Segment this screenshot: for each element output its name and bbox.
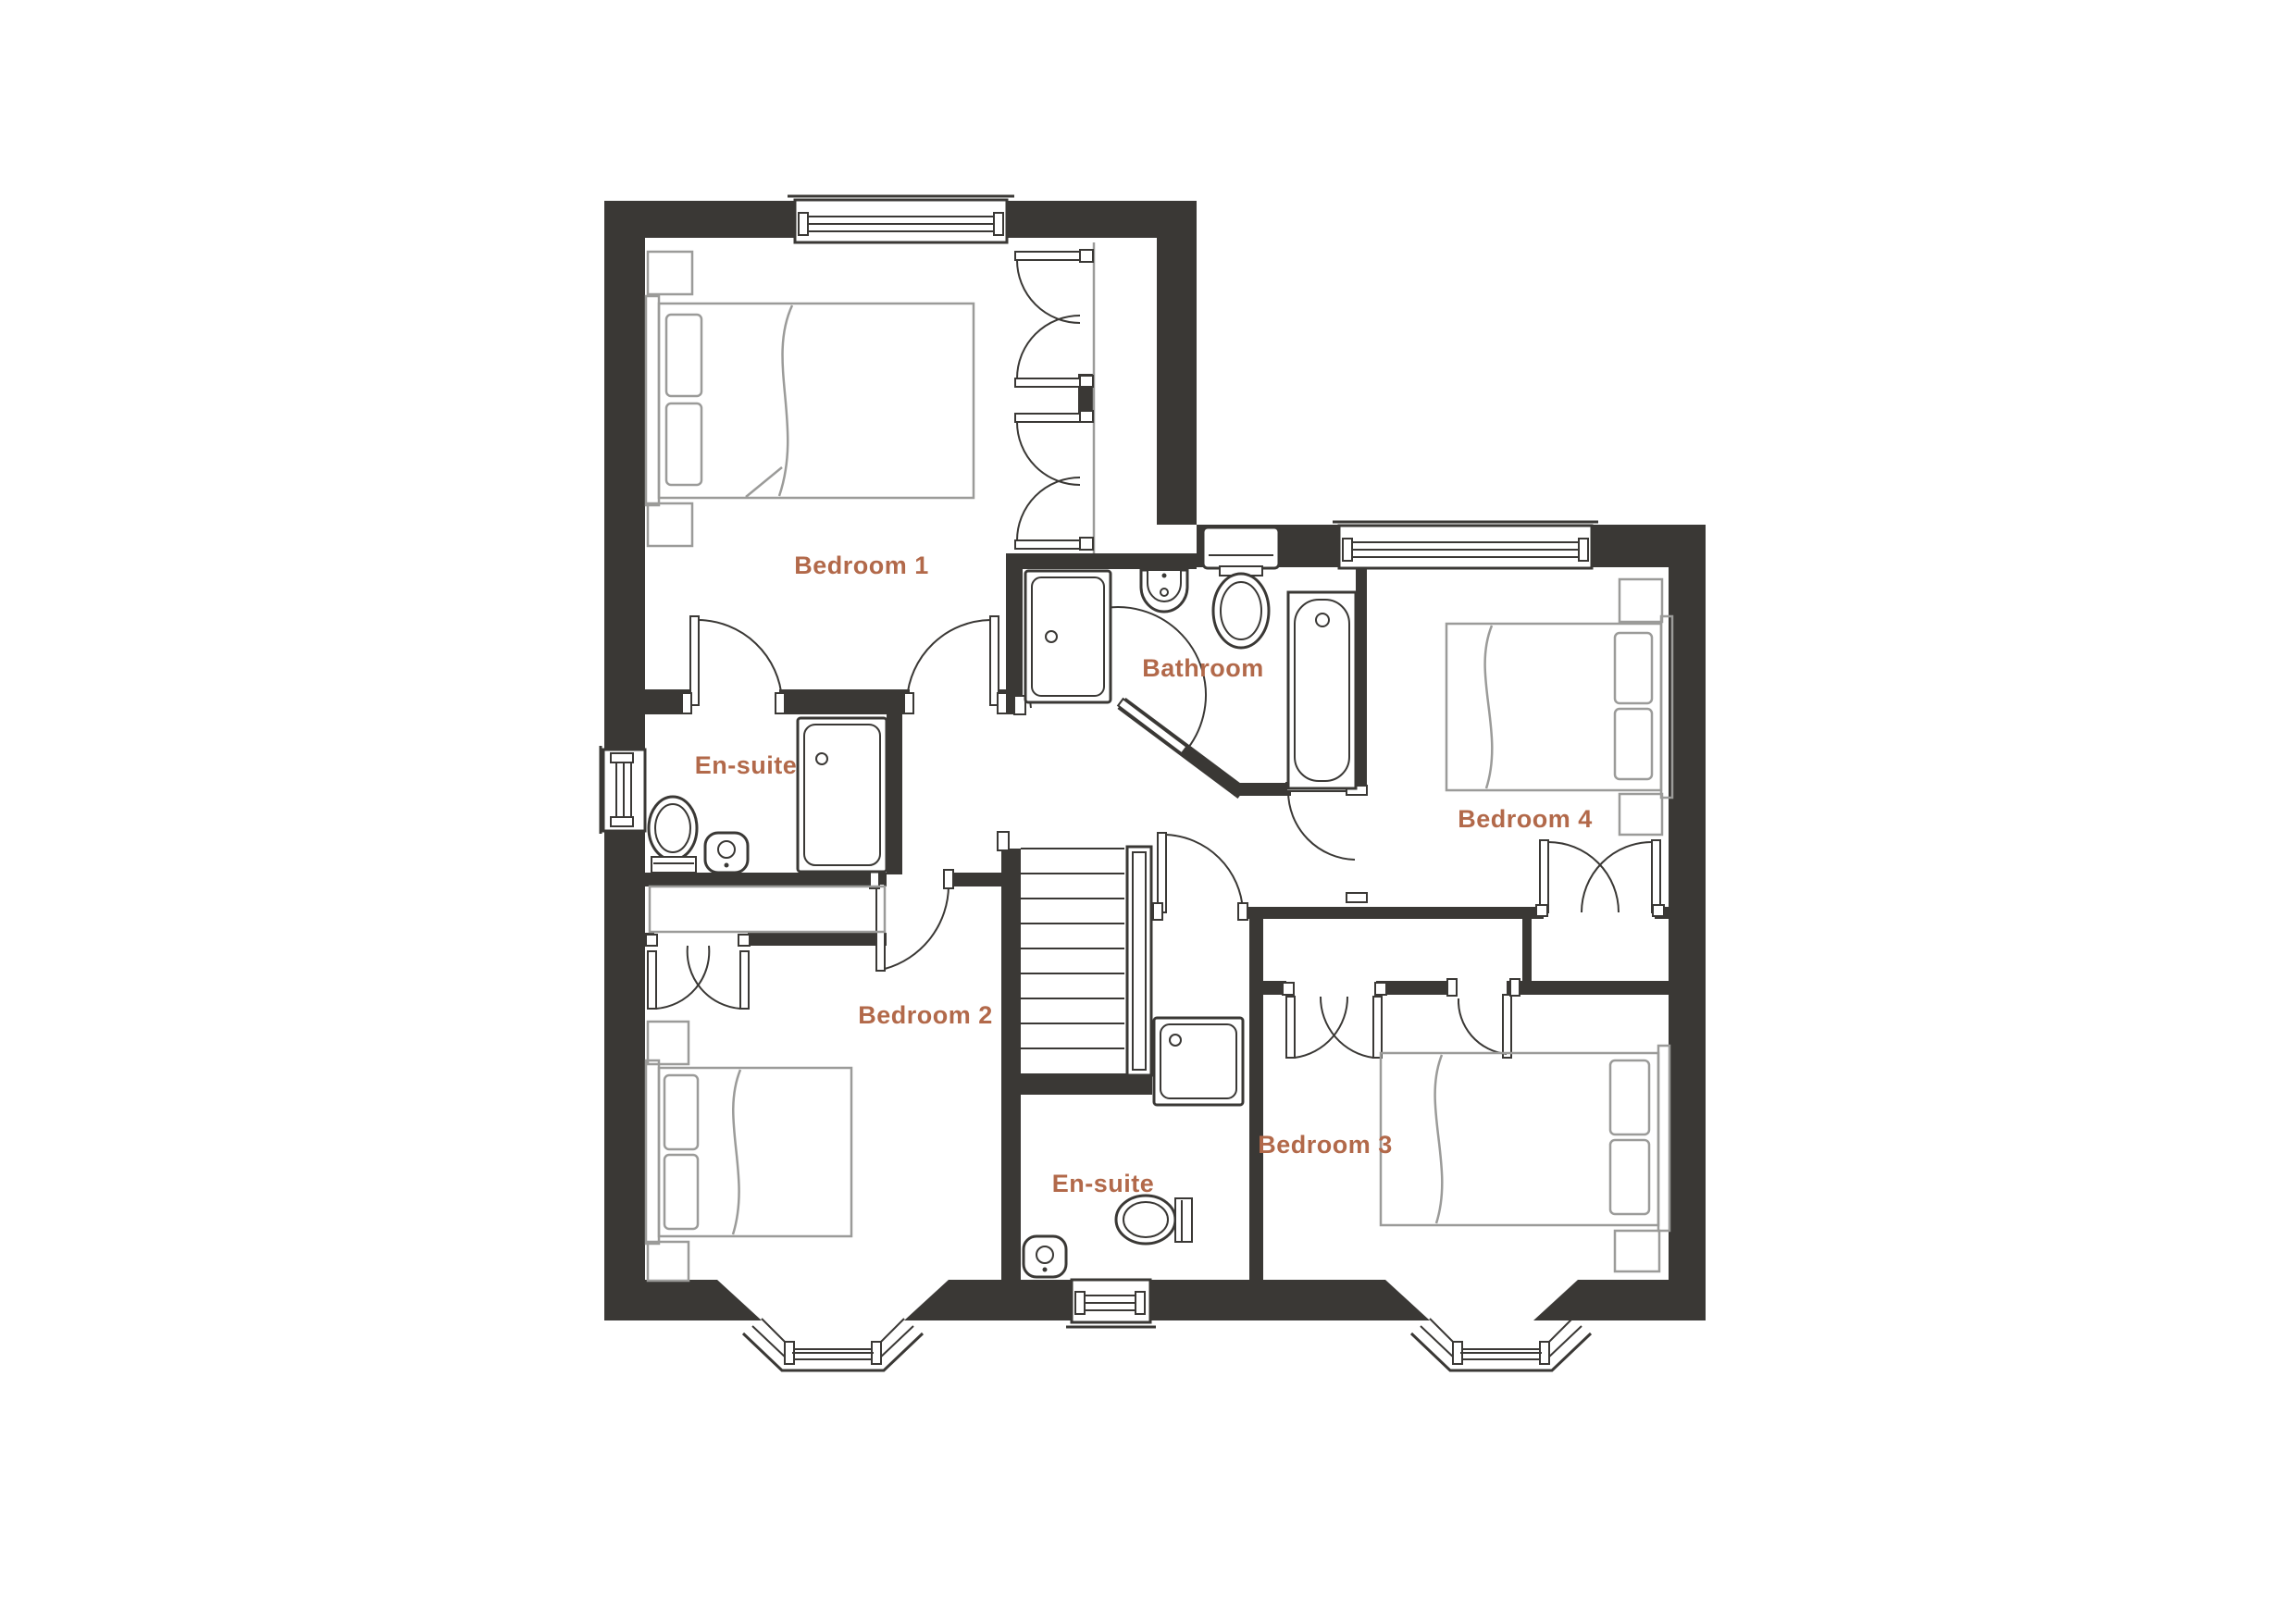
walls <box>604 201 1706 1320</box>
wall <box>1007 201 1197 238</box>
toilet-icon <box>1114 1194 1193 1246</box>
wall <box>1006 1073 1152 1095</box>
wall <box>1533 1280 1578 1320</box>
double-bed-icon <box>1379 1044 1671 1273</box>
wall <box>1669 525 1706 1320</box>
sink-icon <box>1139 568 1189 614</box>
room-labels: Bedroom 1 En-suite Bathroom Bedroom 4 Be… <box>695 552 1593 1197</box>
door-jamb <box>997 831 1010 851</box>
wall <box>1157 238 1197 525</box>
wardrobe-doors-bedroom4 <box>1535 839 1665 917</box>
label-bedroom4: Bedroom 4 <box>1458 805 1593 833</box>
wall <box>1245 907 1544 919</box>
bay-window-bedroom3 <box>1409 1318 1593 1372</box>
label-ensuite1: En-suite <box>695 751 798 779</box>
wall <box>949 873 1001 886</box>
window-bedroom4 <box>1333 520 1598 570</box>
wall <box>717 1280 762 1320</box>
sink-icon <box>1022 1234 1068 1279</box>
bay-window-bedroom2 <box>741 1318 925 1372</box>
wardrobe-doors-bedroom1 <box>1014 242 1096 553</box>
wall <box>1522 919 1532 981</box>
staircase-icon <box>997 831 1153 1077</box>
double-bed-icon <box>644 1020 853 1283</box>
wall <box>604 201 645 751</box>
wall <box>1234 783 1291 796</box>
wall <box>645 873 887 886</box>
wall <box>1356 567 1367 795</box>
label-bedroom1: Bedroom 1 <box>794 552 929 579</box>
wall <box>1150 1280 1385 1320</box>
window-ensuite1 <box>599 746 647 834</box>
wall <box>1006 553 1197 569</box>
wall <box>1249 981 1286 995</box>
label-bedroom2: Bedroom 2 <box>858 1001 993 1029</box>
door-bedroom1 <box>903 615 1008 714</box>
window-bedroom1 <box>788 194 1014 244</box>
wall <box>604 1280 717 1320</box>
wall <box>779 689 910 714</box>
shower-icon <box>1152 1016 1245 1107</box>
door-ensuite1 <box>681 615 786 714</box>
wall <box>604 828 645 1320</box>
wall <box>904 1280 949 1320</box>
label-bathroom: Bathroom <box>1142 654 1264 682</box>
door-bedroom4 <box>1285 782 1368 903</box>
wardrobe-doors-bedroom2 <box>645 885 887 1010</box>
label-ensuite2: En-suite <box>1052 1170 1155 1197</box>
toilet-icon <box>1201 526 1281 650</box>
wall <box>1578 1280 1669 1320</box>
sink-icon <box>703 831 750 874</box>
door-bedroom2 <box>869 869 954 972</box>
toilet-icon <box>647 795 699 874</box>
double-bed-icon <box>644 250 975 548</box>
wall <box>1385 1280 1430 1320</box>
door-ensuite2 <box>1152 832 1248 921</box>
window-ensuite2 <box>1066 1278 1156 1329</box>
label-bedroom3: Bedroom 3 <box>1258 1131 1393 1159</box>
double-bed-icon <box>1445 577 1674 837</box>
wall <box>1006 553 1023 714</box>
bath-icon <box>1286 590 1358 790</box>
wall <box>748 933 887 946</box>
wall <box>1249 919 1263 1280</box>
shower-icon <box>796 716 888 874</box>
wardrobe-doors-bedroom3 <box>1282 982 1387 1059</box>
wall <box>1507 981 1669 995</box>
shower-icon <box>1024 569 1112 704</box>
wall <box>1376 981 1455 995</box>
wall <box>887 714 902 874</box>
